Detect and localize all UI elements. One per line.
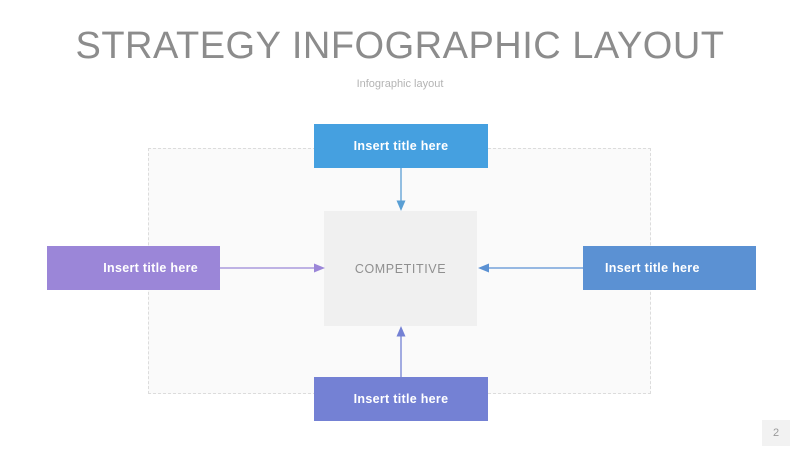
page-number-text: 2 (772, 427, 780, 439)
page-subtitle: Infographic layout (356, 78, 444, 90)
node-box-left[interactable]: Insert title here (47, 246, 220, 290)
node-box-top-label: Insert title here (353, 139, 449, 153)
page-number-badge: 2 (762, 420, 790, 446)
node-box-right-label: Insert title here (605, 261, 700, 275)
node-box-left-label: Insert title here (103, 261, 198, 275)
center-node[interactable]: COMPETITIVE (324, 211, 477, 326)
connector-bottom-to-center (396, 326, 406, 379)
connector-top-to-center (396, 167, 406, 211)
node-box-bottom-label: Insert title here (353, 392, 449, 406)
node-box-bottom[interactable]: Insert title here (314, 377, 488, 421)
node-box-top[interactable]: Insert title here (314, 124, 488, 168)
node-box-right[interactable]: Insert title here (583, 246, 756, 290)
connector-right-to-center (478, 263, 585, 273)
page-title: STRATEGY INFOGRAPHIC LAYOUT (75, 25, 725, 67)
center-node-label: COMPETITIVE (354, 261, 447, 276)
connector-left-to-center (218, 263, 325, 273)
